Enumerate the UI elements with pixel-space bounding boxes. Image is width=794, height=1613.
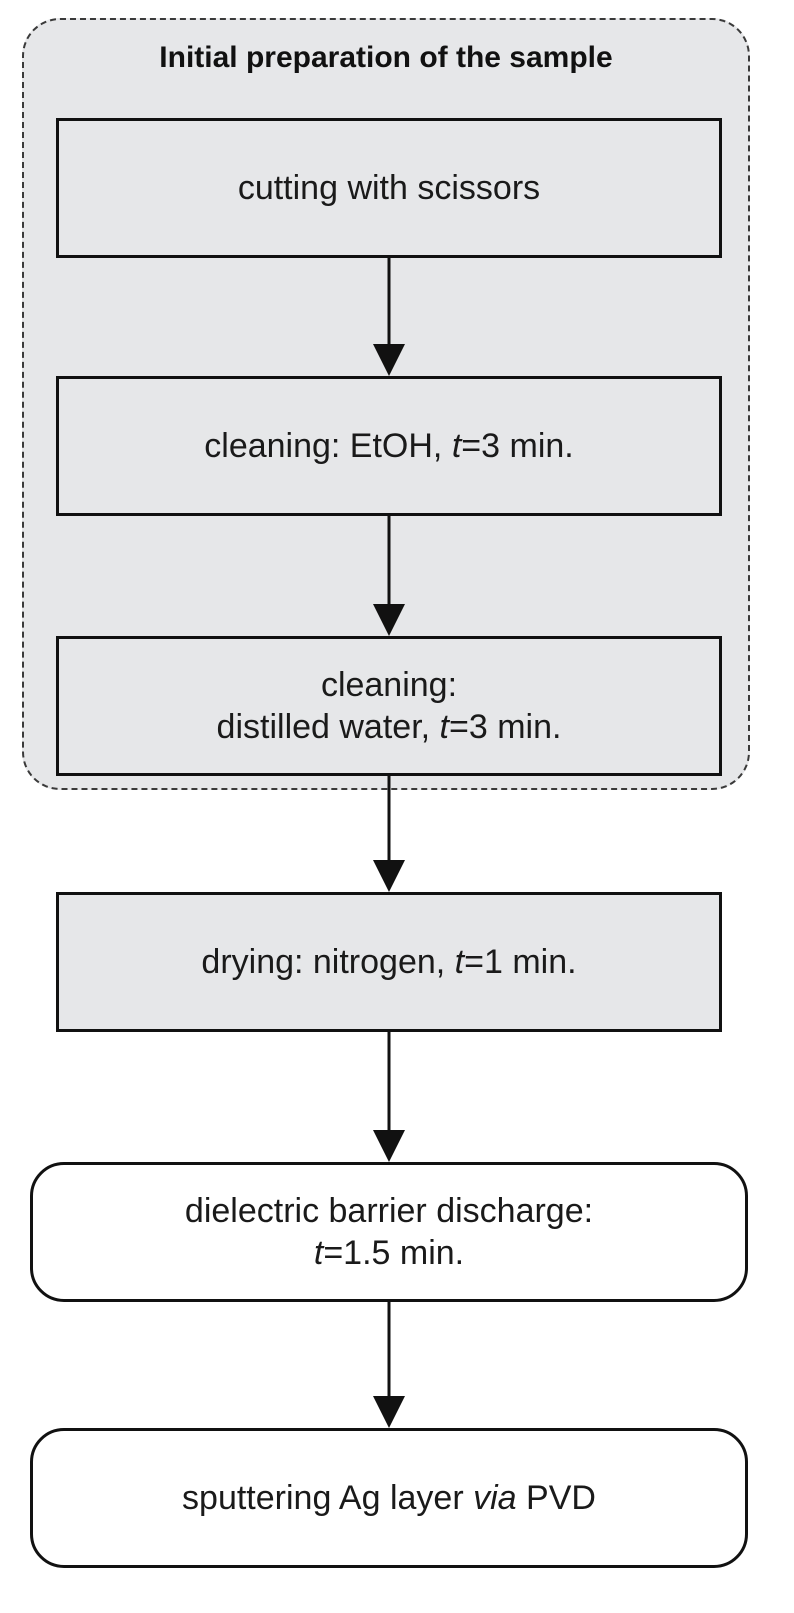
step-variable: via (473, 1479, 517, 1517)
step-text: distilled water, (216, 708, 440, 746)
step-text: =1.5 min. (323, 1234, 465, 1272)
arrow-water-to-drying (373, 776, 405, 892)
step-line: distilled water, t=3 min. (217, 706, 562, 748)
step-dbd: dielectric barrier discharge: t=1.5 min. (30, 1162, 748, 1302)
arrow-dbd-to-sputtering (373, 1302, 405, 1428)
step-text: =1 min. (464, 943, 577, 981)
step-line: cleaning: (321, 664, 457, 706)
step-variable: t (451, 427, 462, 465)
arrow-drying-to-dbd (373, 1032, 405, 1162)
step-drying: drying: nitrogen, t=1 min. (56, 892, 722, 1032)
step-cleaning-etoh: cleaning: EtOH, t=3 min. (56, 376, 722, 516)
step-text: PVD (516, 1479, 596, 1517)
step-cutting: cutting with scissors (56, 118, 722, 258)
step-line: t=1.5 min. (314, 1232, 464, 1274)
step-text: =3 min. (461, 427, 574, 465)
step-text: cleaning: EtOH, (204, 427, 452, 465)
step-line: cutting with scissors (238, 167, 540, 209)
step-text: =3 min. (449, 708, 562, 746)
group-title: Initial preparation of the sample (159, 41, 613, 74)
step-line: cleaning: EtOH, t=3 min. (204, 425, 573, 467)
step-sputtering: sputtering Ag layer via PVD (30, 1428, 748, 1568)
step-text: cutting with scissors (237, 169, 541, 207)
step-text: dielectric barrier discharge: (184, 1192, 594, 1230)
step-line: sputtering Ag layer via PVD (182, 1477, 596, 1519)
step-text: drying: nitrogen, (201, 943, 455, 981)
step-variable: t (439, 708, 449, 746)
step-cleaning-water: cleaning: distilled water, t=3 min. (56, 636, 722, 776)
step-line: dielectric barrier discharge: (185, 1190, 593, 1232)
step-text: cleaning: (320, 666, 458, 704)
step-variable: t (454, 943, 465, 981)
step-variable: t (313, 1234, 324, 1272)
step-text: sputtering Ag layer (182, 1479, 474, 1517)
step-line: drying: nitrogen, t=1 min. (201, 941, 576, 983)
